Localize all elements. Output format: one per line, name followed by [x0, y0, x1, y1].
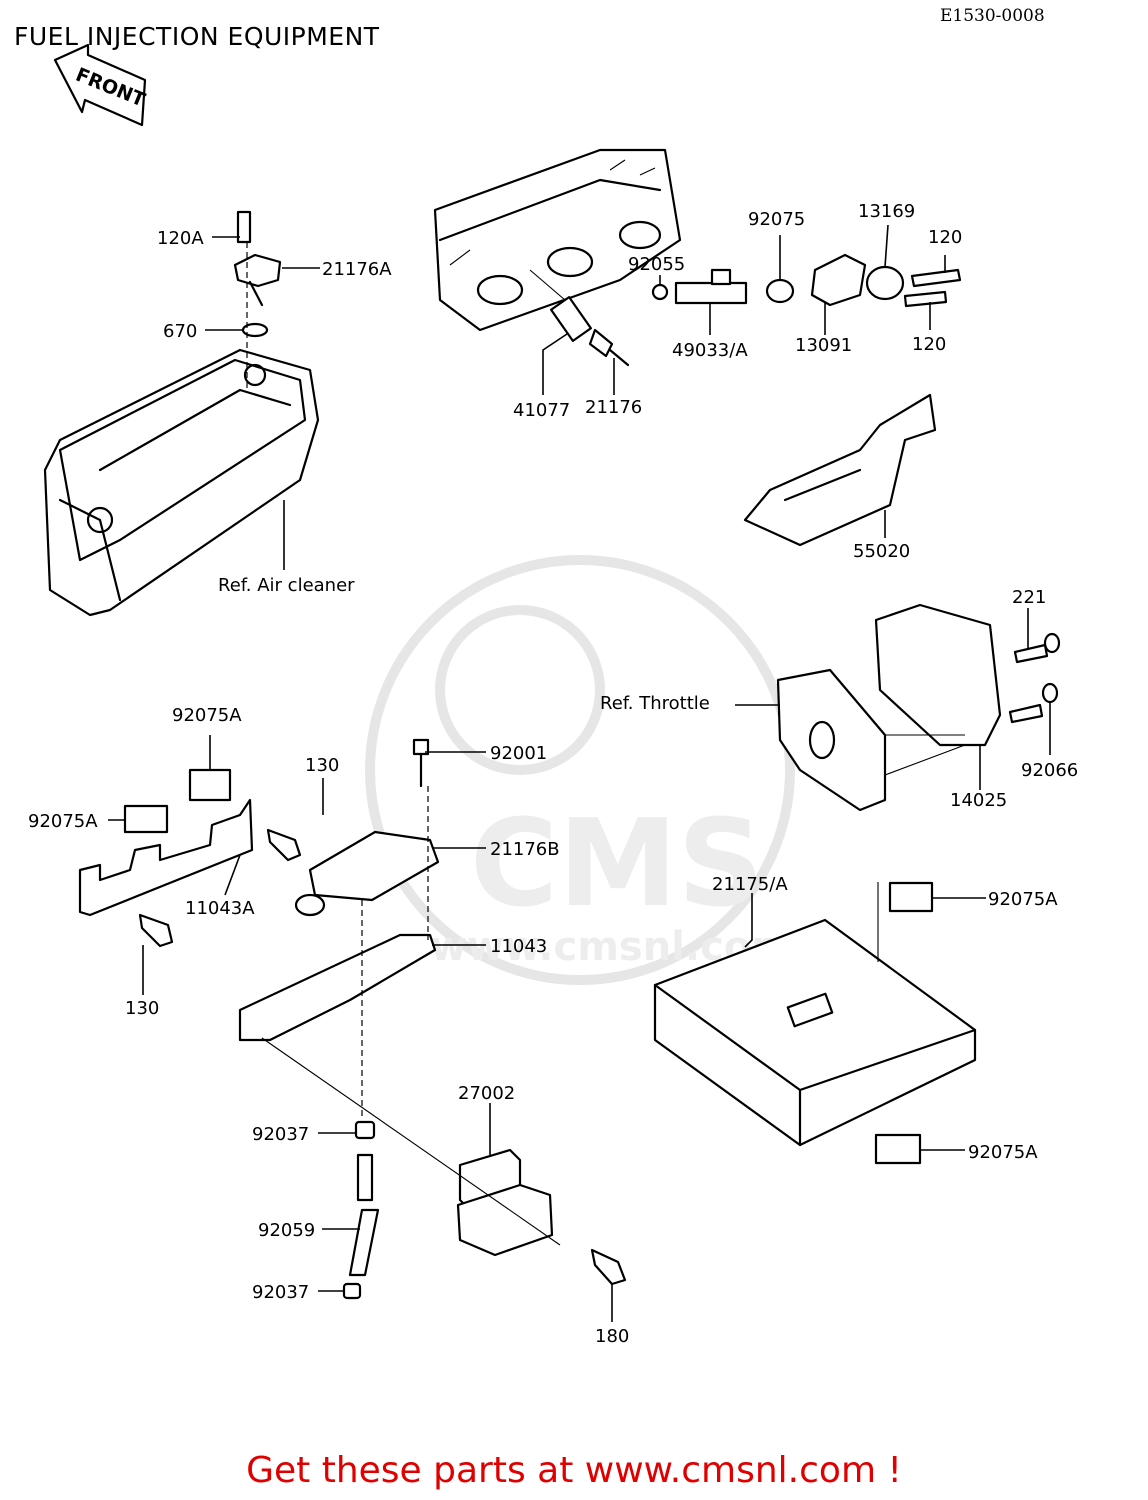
leader-lines — [108, 224, 1051, 1322]
label-21175A: 21175/A — [712, 874, 788, 895]
fitting-13091 — [810, 253, 962, 308]
label-120A: 120A — [157, 228, 204, 249]
label-92075: 92075 — [748, 209, 805, 230]
watermark-cms-text: CMS — [470, 795, 764, 934]
injector-49033A — [651, 268, 795, 305]
label-41077: 41077 — [513, 400, 570, 421]
label-92037-upper: 92037 — [252, 1124, 309, 1145]
label-130-lower: 130 — [125, 998, 159, 1019]
sensor-21176A — [233, 210, 282, 390]
label-92059: 92059 — [258, 1220, 315, 1241]
label-120-upper: 120 — [928, 227, 962, 248]
label-120-lower: 120 — [912, 334, 946, 355]
label-ref-throttle: Ref. Throttle — [600, 693, 710, 714]
relay-27002 — [261, 1037, 627, 1300]
label-221: 221 — [1012, 587, 1046, 608]
label-49033A: 49033/A — [672, 340, 748, 361]
fuel-filter-41077 — [529, 269, 630, 367]
intake-manifold — [433, 148, 682, 332]
label-130-upper: 130 — [305, 755, 339, 776]
part-labels: 120A 21176A 670 41077 21176 92055 92075 … — [28, 201, 1078, 1347]
label-92075A-right-top: 92075A — [988, 889, 1058, 910]
label-92075A-top: 92075A — [172, 705, 242, 726]
bracket-55020 — [743, 393, 937, 547]
label-92075A-left: 92075A — [28, 811, 98, 832]
label-13169: 13169 — [858, 201, 915, 222]
label-11043A: 11043A — [185, 898, 255, 919]
label-92037-lower: 92037 — [252, 1282, 309, 1303]
cms-watermark: CMS www.cmsnl.com — [365, 555, 795, 985]
label-21176: 21176 — [585, 397, 642, 418]
label-14025: 14025 — [950, 790, 1007, 811]
throttle-assembly — [776, 603, 1061, 812]
sensor-21176B — [238, 738, 440, 1120]
label-92066: 92066 — [1021, 760, 1078, 781]
label-670: 670 — [163, 321, 197, 342]
front-arrow: FRONT — [53, 43, 148, 127]
label-ref-air-cleaner: Ref. Air cleaner — [218, 575, 355, 596]
label-11043: 11043 — [490, 936, 547, 957]
label-13091: 13091 — [795, 335, 852, 356]
bracket-11043A — [78, 768, 302, 948]
diagram-title: FUEL INJECTION EQUIPMENT — [14, 22, 380, 51]
label-92001: 92001 — [490, 743, 547, 764]
footer-promo-text: Get these parts at www.cmsnl.com ! — [246, 1450, 902, 1491]
exploded-parts-drawing: CMS www.cmsnl.com FRONT — [28, 43, 1078, 1347]
label-92075A-right-bottom: 92075A — [968, 1142, 1038, 1163]
diagram-reference-code: E1530-0008 — [940, 6, 1045, 26]
label-92055: 92055 — [628, 254, 685, 275]
label-180: 180 — [595, 1326, 629, 1347]
label-21176A: 21176A — [322, 259, 392, 280]
label-27002: 27002 — [458, 1083, 515, 1104]
label-55020: 55020 — [853, 541, 910, 562]
label-21176B: 21176B — [490, 839, 560, 860]
ecu-21175A — [653, 881, 977, 1165]
air-cleaner-housing — [43, 348, 320, 617]
